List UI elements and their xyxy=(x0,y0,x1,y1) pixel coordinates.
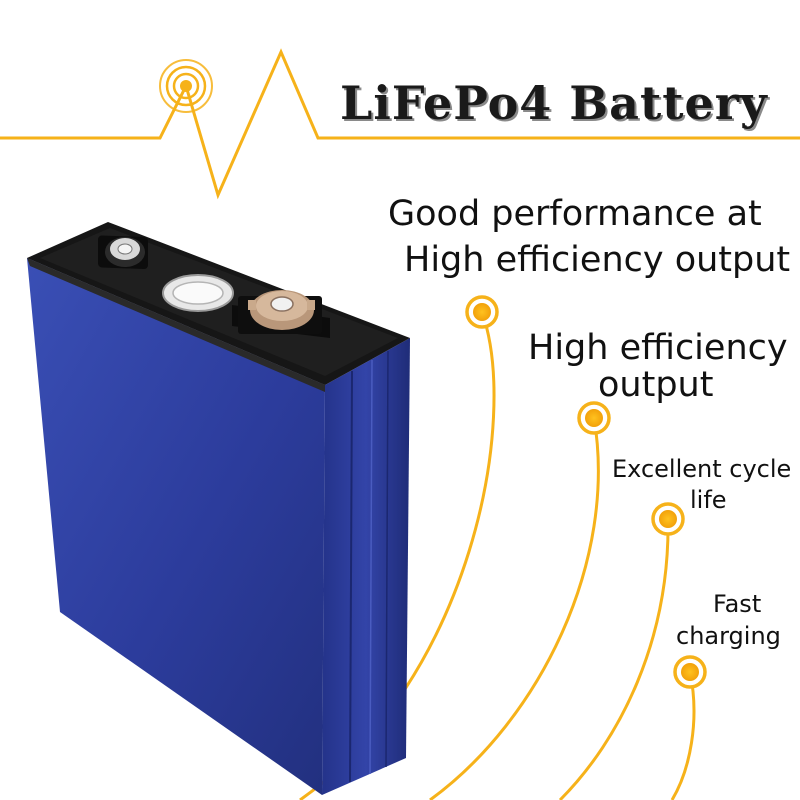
signal-waves-icon xyxy=(159,59,213,113)
feature-dot-icon xyxy=(651,502,685,536)
pulse-line xyxy=(0,48,800,200)
feature-4-line-1: Fast xyxy=(713,590,762,618)
feature-1-line-2: High efficiency output xyxy=(404,240,791,280)
feature-1-line-1: Good performance at xyxy=(388,194,762,234)
feature-dot-icon xyxy=(577,401,611,435)
feature-3-line-1: Excellent cycle xyxy=(612,455,792,483)
feature-4-line-2: charging xyxy=(676,622,781,650)
feature-2-line-1: High efficiency xyxy=(528,328,788,368)
feature-3-line-2: life xyxy=(690,486,727,514)
negative-terminal xyxy=(98,235,148,270)
safety-vent xyxy=(162,274,234,312)
battery-cell-image xyxy=(27,222,410,795)
product-title: LiFePo4 Battery xyxy=(340,76,768,130)
positive-terminal xyxy=(232,290,330,338)
feature-dot-icon xyxy=(673,655,707,689)
feature-dot-icon xyxy=(465,295,499,329)
feature-2-line-2: output xyxy=(598,365,714,405)
